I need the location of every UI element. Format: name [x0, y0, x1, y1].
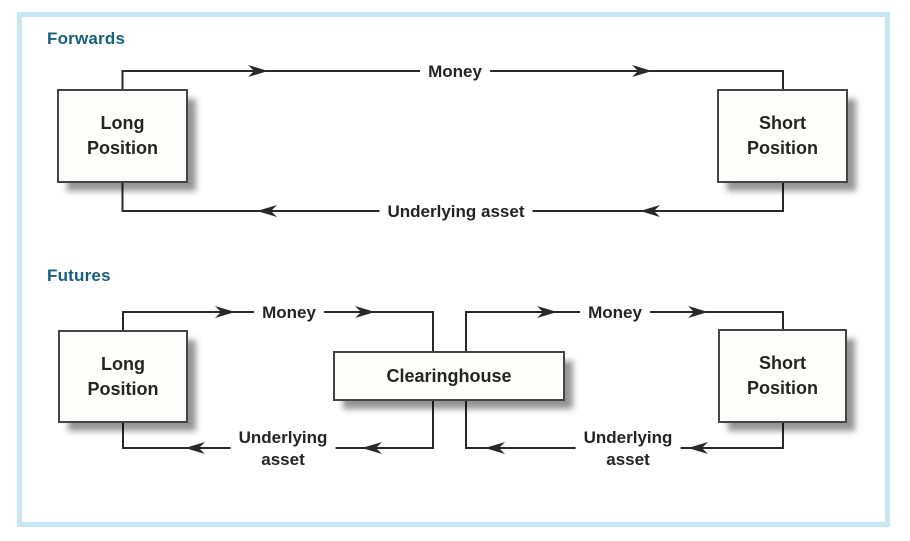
futures-clearinghouse-box: Clearinghouse [333, 351, 565, 401]
arrow-left-icon [640, 205, 660, 217]
futures-underlying-asset-right-label: Underlying asset [575, 426, 681, 472]
arrow-left-icon [485, 442, 505, 454]
forwards-short-position-box: Short Position [717, 89, 848, 183]
arrow-right-icon [632, 65, 652, 77]
forwards-underlying-asset-label: Underlying asset [379, 200, 533, 224]
arrow-left-icon [257, 205, 277, 217]
futures-money-left-label: Money [254, 301, 324, 325]
arrow-right-icon [248, 65, 268, 77]
futures-money-right-label: Money [580, 301, 650, 325]
arrow-left-icon [688, 442, 708, 454]
arrow-right-icon [688, 306, 708, 318]
arrow-right-icon [215, 306, 235, 318]
arrow-left-icon [185, 442, 205, 454]
arrow-left-icon [362, 442, 382, 454]
figure-frame [17, 12, 890, 527]
futures-long-position-box: Long Position [58, 330, 188, 423]
arrow-right-icon [355, 306, 375, 318]
forwards-money-label: Money [420, 60, 490, 84]
forwards-long-position-box: Long Position [57, 89, 188, 183]
futures-underlying-asset-left-label: Underlying asset [230, 426, 336, 472]
futures-short-position-box: Short Position [718, 329, 847, 423]
section-title-futures: Futures [47, 266, 111, 285]
arrow-right-icon [537, 306, 557, 318]
section-title-forwards: Forwards [47, 29, 126, 48]
